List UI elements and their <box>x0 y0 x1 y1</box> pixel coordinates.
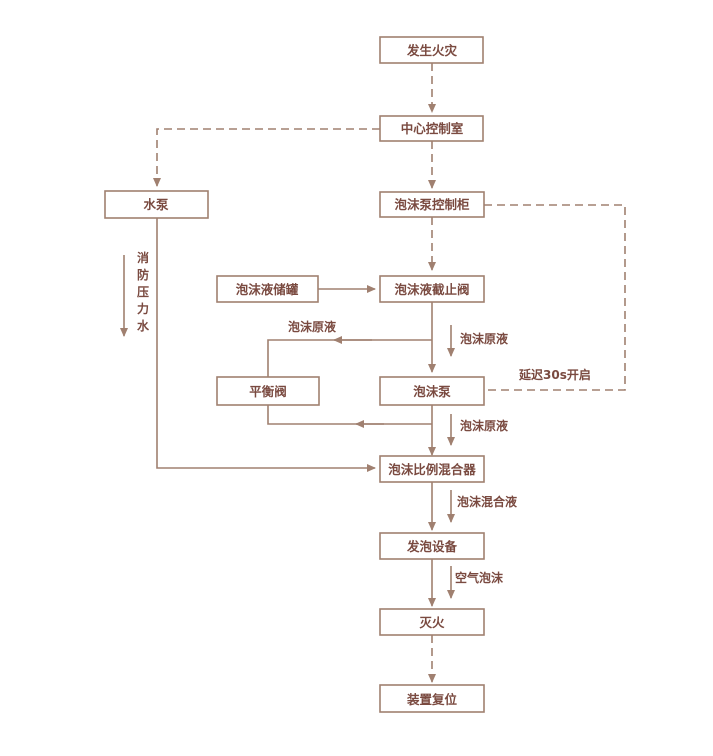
node-foam-valve-label: 泡沫液截止阀 <box>394 282 469 297</box>
node-extinguish-label: 灭火 <box>418 615 445 630</box>
node-reset-label: 装置复位 <box>406 692 458 707</box>
edge-waterpump-mixer <box>156 218 376 472</box>
node-mixer: 泡沫比例混合器 <box>379 455 485 483</box>
edge-return-balance <box>267 339 432 377</box>
node-mixer-label: 泡沫比例混合器 <box>388 462 476 477</box>
node-foam-generator-label: 发泡设备 <box>406 539 458 554</box>
node-foam-generator: 发泡设备 <box>379 532 485 560</box>
node-water-pump: 水泵 <box>104 190 209 219</box>
label-air-foam: 空气泡沫 <box>455 570 504 585</box>
label-pressure-water-char-1: 消 <box>137 250 149 265</box>
node-balance-valve-label: 平衡阀 <box>249 384 287 399</box>
node-extinguish: 灭火 <box>379 608 485 636</box>
node-foam-pump-label: 泡沫泵 <box>413 384 451 399</box>
label-delay: 延迟30s开启 <box>518 367 591 382</box>
label-raw-foam-out: 泡沫原液 <box>460 418 508 433</box>
node-water-pump-label: 水泵 <box>143 197 169 212</box>
node-foam-valve: 泡沫液截止阀 <box>379 275 485 303</box>
node-fire-label: 发生火灾 <box>406 43 458 58</box>
label-pressure-water-char-2: 防 <box>137 267 149 282</box>
edge-cabinet-delay-pump <box>484 204 626 391</box>
node-foam-tank: 泡沫液储罐 <box>216 275 319 303</box>
node-control-room: 中心控制室 <box>379 115 484 142</box>
label-raw-foam-in: 泡沫原液 <box>460 331 508 346</box>
label-pressure-water-char-5: 水 <box>137 318 150 333</box>
node-balance-valve: 平衡阀 <box>216 376 320 406</box>
label-pressure-water: 消 防 压 力 水 <box>137 250 150 333</box>
node-reset: 装置复位 <box>379 684 485 713</box>
node-foam-pump: 泡沫泵 <box>379 376 485 406</box>
node-fire: 发生火灾 <box>379 36 484 64</box>
label-pressure-water-char-3: 压 <box>137 285 149 299</box>
node-foam-pump-cabinet: 泡沫泵控制柜 <box>379 191 485 218</box>
edge-balance-out <box>267 405 432 425</box>
label-raw-foam-return: 泡沫原液 <box>288 319 336 334</box>
label-foam-mix: 泡沫混合液 <box>457 494 517 509</box>
node-foam-tank-label: 泡沫液储罐 <box>236 282 299 297</box>
edge-control-waterpump <box>153 128 380 187</box>
label-pressure-water-char-4: 力 <box>137 301 149 316</box>
node-foam-pump-cabinet-label: 泡沫泵控制柜 <box>394 197 470 212</box>
node-control-room-label: 中心控制室 <box>401 121 464 136</box>
